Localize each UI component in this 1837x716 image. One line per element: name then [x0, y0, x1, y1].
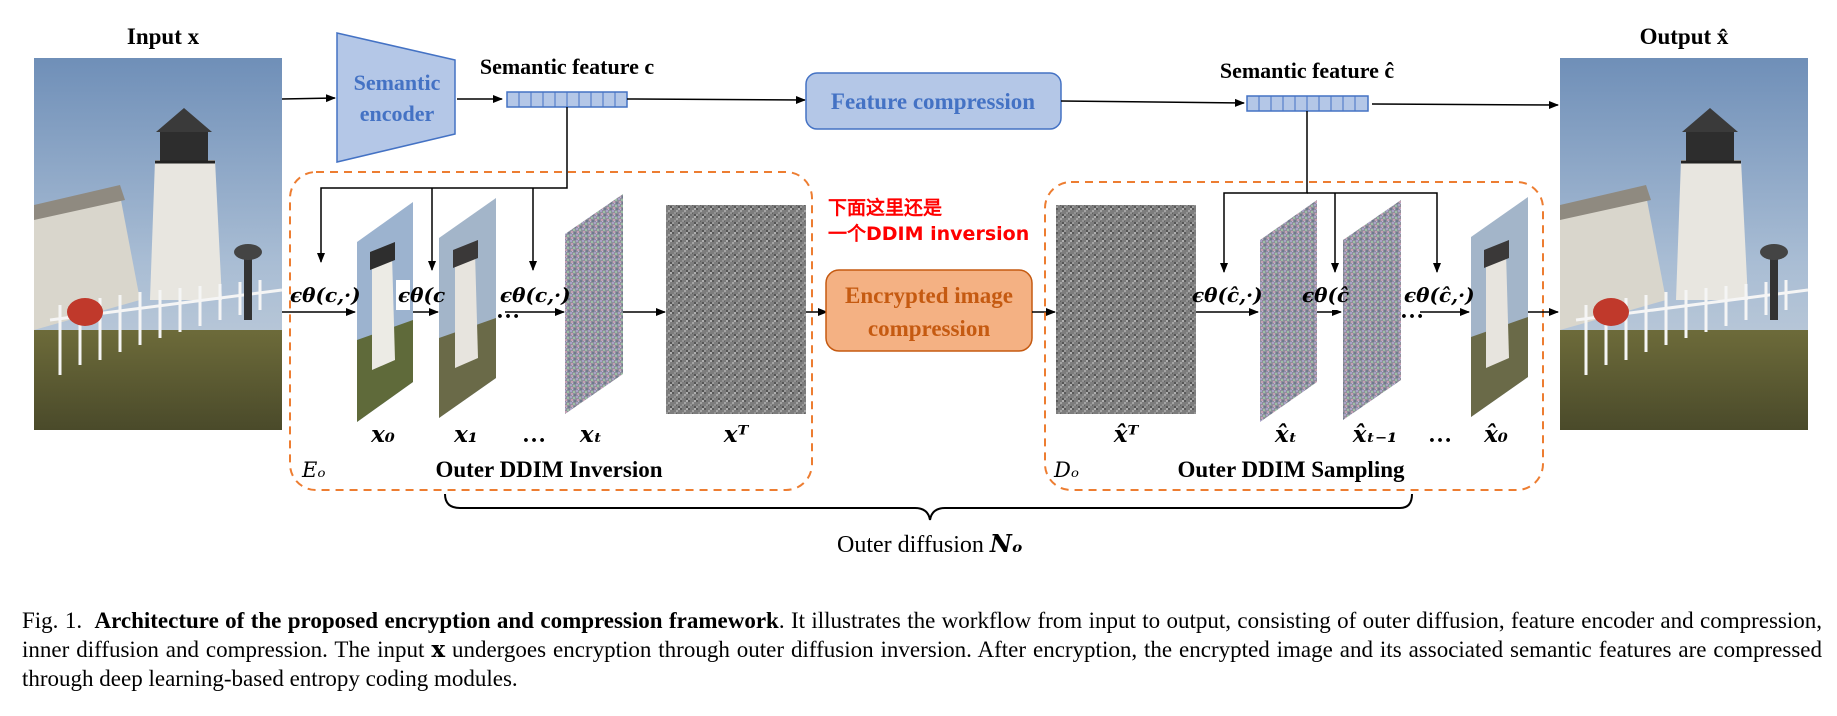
label-xhatT: x̂ᵀ: [1113, 421, 1140, 448]
image-xT: [666, 205, 806, 414]
label-x0: x₀: [370, 421, 395, 448]
output-image: [1560, 58, 1808, 430]
image-xhatT: [1056, 205, 1196, 414]
eps-c-label-3: ϵθ(c,·): [500, 283, 571, 307]
feature-vector-chat: [1246, 95, 1369, 112]
caption-label: Fig. 1.: [22, 608, 83, 633]
label-x1: x₁: [453, 421, 478, 448]
label-xhat0: x̂₀: [1483, 421, 1508, 448]
outer-inversion-label: Outer DDIM Inversion: [435, 457, 662, 482]
eps-chat-label-3: ϵθ(ĉ,·): [1404, 283, 1475, 307]
architecture-figure: Input x Output x̂ Semantic encoder Seman…: [34, 24, 1808, 558]
semantic-feature-chat-label: Semantic feature ĉ: [1220, 58, 1395, 83]
outer-diffusion-symbol: Nₒ: [989, 529, 1023, 558]
caption-body-x: x: [431, 636, 446, 663]
output-label: Output x̂: [1640, 24, 1729, 49]
outer-sampling-label: Outer DDIM Sampling: [1177, 457, 1405, 482]
eps-c-label-2: ϵθ(c: [398, 283, 445, 307]
feature-compression-label: Feature compression: [831, 89, 1035, 114]
caption-title: Architecture of the proposed encryption …: [94, 608, 779, 633]
semantic-encoder-label-1: Semantic: [354, 70, 441, 95]
conditioning-lines-chat: [1220, 111, 1441, 273]
label-xhatt-1: x̂ₜ₋₁: [1352, 421, 1397, 448]
caption-body-2: undergoes encryption through outer diffu…: [22, 637, 1822, 691]
image-x1: [439, 198, 496, 418]
arrow-input-to-encoder: [281, 94, 336, 103]
input-image: [34, 58, 282, 430]
label-dots-inversion: …: [522, 422, 546, 448]
image-xhatt-1: [1343, 200, 1401, 420]
encrypted-compression-box: [825, 269, 1033, 352]
label-xT: xᵀ: [723, 421, 750, 448]
outer-diffusion-text: Outer diffusion: [837, 532, 990, 558]
conditioning-lines-c: [317, 107, 568, 271]
label-xhatt: x̂ₜ: [1274, 421, 1297, 448]
label-dots-sampling: …: [1428, 422, 1452, 448]
figure-caption: Fig. 1. Architecture of the proposed enc…: [22, 606, 1822, 693]
semantic-encoder-label-2: encoder: [360, 101, 435, 126]
dots-sampling: …: [1400, 298, 1424, 324]
image-xt: [565, 194, 623, 414]
dots-inversion: …: [496, 298, 520, 324]
encrypted-compression-label-2: compression: [868, 316, 990, 341]
feature-vector-c: [506, 91, 628, 108]
label-xt: xₜ: [579, 421, 602, 448]
image-xhatt: [1260, 200, 1317, 422]
semantic-encoder-box: [336, 32, 456, 163]
semantic-feature-c-label: Semantic feature c: [480, 54, 655, 79]
arrow-chat-to-output: [1371, 100, 1559, 109]
input-label: Input x: [127, 24, 200, 49]
label-D-o: Dₒ: [1053, 458, 1079, 482]
outer-inversion-region: [289, 171, 813, 491]
image-x0: [357, 202, 413, 422]
outer-diffusion-label: Outer diffusion Nₒ: [837, 529, 1023, 558]
arrow-compression-to-chat: [1060, 98, 1245, 107]
eps-chat-label-1: ϵθ(ĉ,·): [1192, 283, 1263, 307]
red-note-line-2: 一个DDIM inversion: [828, 223, 1029, 245]
eps-c-label-1: ϵθ(c,·): [290, 283, 361, 307]
arrow-c-to-compression: [626, 95, 806, 104]
caption-body-1: . It illustrates the workflow from input…: [22, 608, 1823, 662]
eps-chat-label-2: ϵθ(ĉ: [1302, 283, 1349, 307]
red-note-line-1: 下面这里还是: [828, 196, 942, 219]
encrypted-compression-label-1: Encrypted image: [845, 283, 1013, 308]
label-E-o: Eₒ: [301, 458, 325, 482]
outer-diffusion-brace: [444, 493, 1413, 521]
image-xhat0: [1471, 197, 1528, 417]
